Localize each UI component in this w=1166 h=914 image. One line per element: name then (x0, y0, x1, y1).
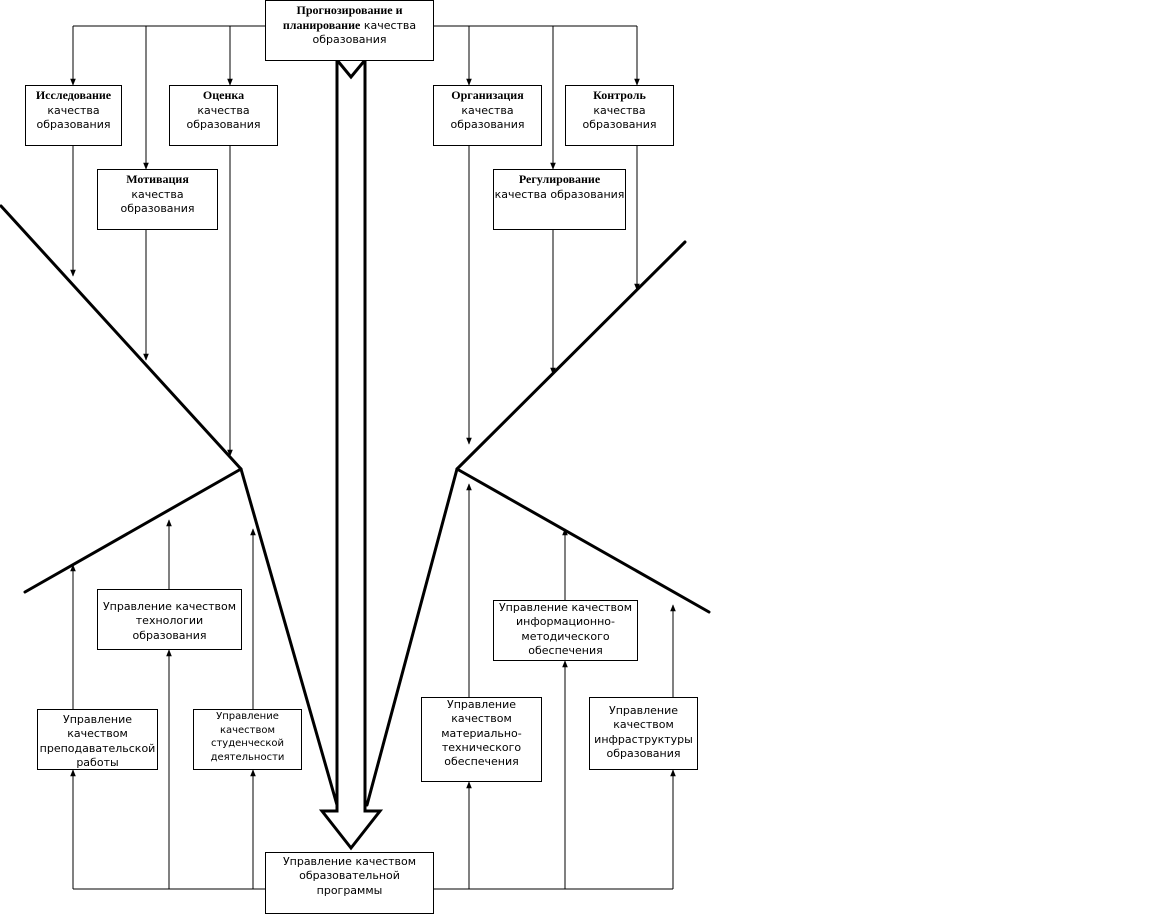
control-title: Контроль (593, 88, 646, 102)
material-management-box: Управление качеством материально- технич… (421, 697, 542, 782)
regulation-title: Регулирование (518, 172, 601, 186)
program-line2: образовательной программы (299, 869, 400, 897)
forecasting-title-line1: Прогнозирование и (296, 3, 403, 17)
control-line1: качества (593, 103, 646, 117)
motivation-line1: качества (131, 187, 184, 201)
student-management-box: Управление качеством студенческой деятел… (193, 709, 302, 770)
program-management-box: Управление качеством образовательной про… (265, 852, 434, 914)
teaching-line1: Управление качеством (62, 713, 132, 741)
evaluation-line1: качества (197, 103, 250, 117)
motivation-line2: образования (120, 201, 195, 215)
student-line4: деятельности (210, 751, 285, 763)
info-method-line2: информационно- (516, 615, 615, 629)
info-method-management-box: Управление качеством информационно- мето… (493, 600, 638, 661)
technology-management-box: Управление качеством технологии образова… (97, 589, 242, 650)
research-line2: образования (36, 117, 111, 131)
funnel-lower-right (455, 467, 711, 614)
forecasting-title-line2: планирование качества (266, 18, 433, 33)
infrastructure-management-box: Управление качеством инфраструктуры обра… (589, 697, 698, 770)
control-box: Контроль качества образования (565, 85, 674, 146)
funnel-upper-left (0, 204, 243, 471)
research-title: Исследование (35, 88, 112, 102)
infrastructure-line3: инфраструктуры (594, 732, 693, 746)
infrastructure-line2: качеством (613, 718, 674, 732)
regulation-line1: качества образования (494, 187, 625, 201)
technology-line1: Управление качеством (102, 600, 237, 613)
organization-line1: качества (461, 103, 514, 117)
infrastructure-line4: образования (606, 746, 681, 760)
research-line1: качества (47, 103, 100, 117)
info-method-line1: Управление качеством (498, 601, 633, 614)
info-method-line3: методического обеспечения (521, 629, 610, 657)
motivation-title: Мотивация (126, 172, 189, 186)
central-hollow-arrow (318, 55, 384, 851)
funnel-inner-right (365, 467, 459, 807)
control-line2: образования (582, 117, 657, 131)
teaching-management-box: Управление качеством преподавательской р… (37, 709, 158, 770)
material-line1: Управление качеством (446, 698, 516, 726)
organization-line2: образования (450, 117, 525, 131)
program-line1: Управление качеством (282, 855, 417, 868)
material-line3: технического (441, 740, 522, 754)
organization-box: Организация качества образования (433, 85, 542, 146)
teaching-line2: преподавательской (39, 741, 156, 755)
research-box: Исследование качества образования (25, 85, 122, 146)
student-line2: качеством (219, 724, 276, 736)
funnel-lower-left (23, 467, 243, 594)
forecasting-title-bold: планирование (282, 18, 361, 32)
evaluation-box: Оценка качества образования (169, 85, 278, 146)
evaluation-line2: образования (186, 117, 261, 131)
evaluation-title: Оценка (202, 88, 245, 102)
infrastructure-line1: Управление (608, 704, 678, 717)
student-line3: студенческой (210, 738, 285, 749)
funnel-inner-left (239, 467, 339, 807)
material-line2: материально- (441, 726, 522, 740)
motivation-box: Мотивация качества образования (97, 169, 218, 230)
material-line4: обеспечения (444, 755, 519, 769)
funnel-upper-right (455, 240, 687, 471)
organization-title: Организация (451, 88, 524, 102)
forecasting-title-tail: качества (360, 19, 417, 32)
regulation-box: Регулирование качества образования (493, 169, 626, 230)
forecasting-planning-box: Прогнозирование и планирование качества … (265, 0, 434, 61)
student-line1: Управление (216, 711, 279, 722)
forecasting-title-line3: образования (312, 33, 387, 46)
technology-line2: технологии образования (132, 614, 207, 642)
teaching-line3: работы (76, 755, 119, 769)
